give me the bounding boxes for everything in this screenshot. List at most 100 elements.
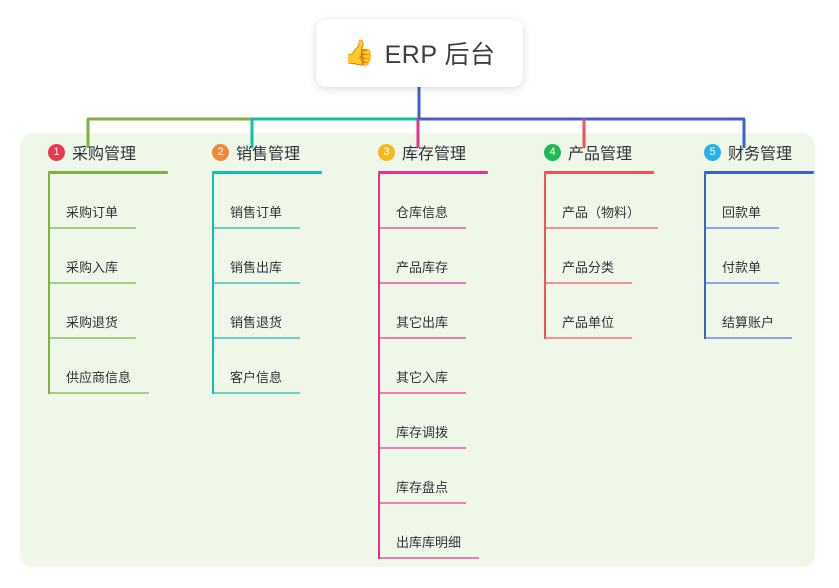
menu-item-label: 回款单 (722, 205, 762, 220)
content-panel (20, 133, 815, 567)
menu-item-label: 付款单 (722, 260, 762, 275)
root-title: ERP 后台 (384, 41, 496, 69)
menu-item-rule (380, 557, 479, 559)
menu-item-rule (50, 227, 136, 229)
column-rule-5 (704, 171, 814, 174)
column-spine-3 (378, 174, 380, 559)
column-title-2: 销售管理 (236, 146, 301, 163)
menu-item-rule (380, 447, 466, 449)
menu-item-rule (214, 227, 300, 229)
menu-item[interactable]: 采购退货 (48, 284, 168, 339)
menu-item-label: 产品（物料） (562, 205, 641, 220)
menu-item[interactable]: 仓库信息 (378, 174, 488, 229)
column-rule-3 (378, 171, 488, 174)
menu-item-rule (546, 282, 632, 284)
menu-item[interactable]: 销售出库 (212, 229, 322, 284)
column-body-3: 仓库信息产品库存其它出库其它入库库存调拨库存盘点出库库明细 (378, 174, 488, 559)
menu-item-rule (50, 337, 136, 339)
menu-item[interactable]: 产品（物料） (544, 174, 658, 229)
menu-item-rule (380, 502, 466, 504)
menu-item-rule (706, 337, 792, 339)
menu-item-rule (214, 337, 300, 339)
column-rule-4 (544, 171, 654, 174)
menu-item-label: 供应商信息 (66, 370, 132, 385)
column-spine-2 (212, 174, 214, 394)
column-title-4: 产品管理 (568, 146, 633, 163)
menu-item[interactable]: 销售订单 (212, 174, 322, 229)
menu-item[interactable]: 产品单位 (544, 284, 654, 339)
column-1[interactable]: 1 采购管理采购订单采购入库采购退货供应商信息 (30, 133, 168, 394)
column-badge-1: 1 (48, 143, 65, 161)
column-badge-2: 2 (212, 143, 229, 161)
menu-item-label: 采购退货 (66, 315, 119, 330)
menu-item-rule (706, 282, 779, 284)
column-spine-1 (48, 174, 50, 394)
column-body-1: 采购订单采购入库采购退货供应商信息 (48, 174, 168, 394)
menu-item-rule (380, 392, 466, 394)
menu-item[interactable]: 库存调拨 (378, 394, 488, 449)
menu-item-label: 产品库存 (396, 260, 449, 275)
menu-item-rule (546, 337, 632, 339)
menu-item-label: 产品单位 (562, 315, 615, 330)
column-title-1: 采购管理 (72, 146, 137, 163)
menu-item-label: 其它出库 (396, 315, 449, 330)
menu-item[interactable]: 出库库明细 (378, 504, 488, 559)
menu-item-rule (546, 227, 658, 229)
menu-item-label: 客户信息 (230, 370, 283, 385)
menu-item[interactable]: 采购入库 (48, 229, 168, 284)
menu-item-label: 结算账户 (722, 315, 775, 330)
menu-item-rule (214, 392, 300, 394)
thumbs-up-icon: 👍 (343, 38, 375, 67)
menu-item-rule (380, 282, 466, 284)
column-header-2[interactable]: 2 销售管理 (194, 133, 322, 171)
menu-item-rule (380, 337, 466, 339)
column-title-5: 财务管理 (728, 146, 793, 163)
menu-item[interactable]: 客户信息 (212, 339, 322, 394)
column-header-5[interactable]: 5 财务管理 (686, 133, 814, 171)
menu-item-rule (50, 282, 136, 284)
column-badge-4: 4 (544, 143, 561, 161)
column-5[interactable]: 5 财务管理回款单付款单结算账户 (686, 133, 814, 339)
column-body-5: 回款单付款单结算账户 (704, 174, 814, 339)
menu-item[interactable]: 付款单 (704, 229, 814, 284)
menu-item-label: 仓库信息 (396, 205, 449, 220)
menu-item-label: 销售退货 (230, 315, 283, 330)
column-spine-5 (704, 174, 706, 339)
menu-item[interactable]: 回款单 (704, 174, 814, 229)
column-rule-1 (48, 171, 168, 174)
menu-item[interactable]: 产品分类 (544, 229, 654, 284)
menu-item-label: 库存调拨 (396, 425, 449, 440)
root-node[interactable]: 👍 ERP 后台 (316, 19, 523, 87)
menu-item-rule (50, 392, 149, 394)
column-badge-5: 5 (704, 143, 721, 161)
menu-item[interactable]: 库存盘点 (378, 449, 488, 504)
menu-item[interactable]: 其它出库 (378, 284, 488, 339)
menu-item[interactable]: 产品库存 (378, 229, 488, 284)
menu-item[interactable]: 供应商信息 (48, 339, 168, 394)
menu-item-rule (706, 227, 779, 229)
menu-item[interactable]: 结算账户 (704, 284, 814, 339)
menu-item-label: 销售出库 (230, 260, 283, 275)
columns-container: 1 采购管理采购订单采购入库采购退货供应商信息 2 销售管理销售订单销售出库销售退货客… (20, 133, 815, 567)
menu-item[interactable]: 采购订单 (48, 174, 168, 229)
menu-item-label: 产品分类 (562, 260, 615, 275)
column-body-4: 产品（物料） 产品分类产品单位 (544, 174, 658, 339)
menu-item-label: 采购入库 (66, 260, 119, 275)
menu-item[interactable]: 其它入库 (378, 339, 488, 394)
menu-item[interactable]: 销售退货 (212, 284, 322, 339)
column-rule-2 (212, 171, 322, 174)
column-spine-4 (544, 174, 546, 339)
column-header-4[interactable]: 4 产品管理 (526, 133, 654, 171)
column-header-1[interactable]: 1 采购管理 (30, 133, 168, 171)
menu-item-label: 销售订单 (230, 205, 283, 220)
menu-item-label: 其它入库 (396, 370, 449, 385)
menu-item-label: 库存盘点 (396, 480, 449, 495)
menu-item-rule (380, 227, 466, 229)
column-badge-3: 3 (378, 143, 395, 161)
column-4[interactable]: 4 产品管理产品（物料） 产品分类产品单位 (526, 133, 658, 339)
column-2[interactable]: 2 销售管理销售订单销售出库销售退货客户信息 (194, 133, 322, 394)
menu-item-label: 出库库明细 (396, 535, 462, 550)
